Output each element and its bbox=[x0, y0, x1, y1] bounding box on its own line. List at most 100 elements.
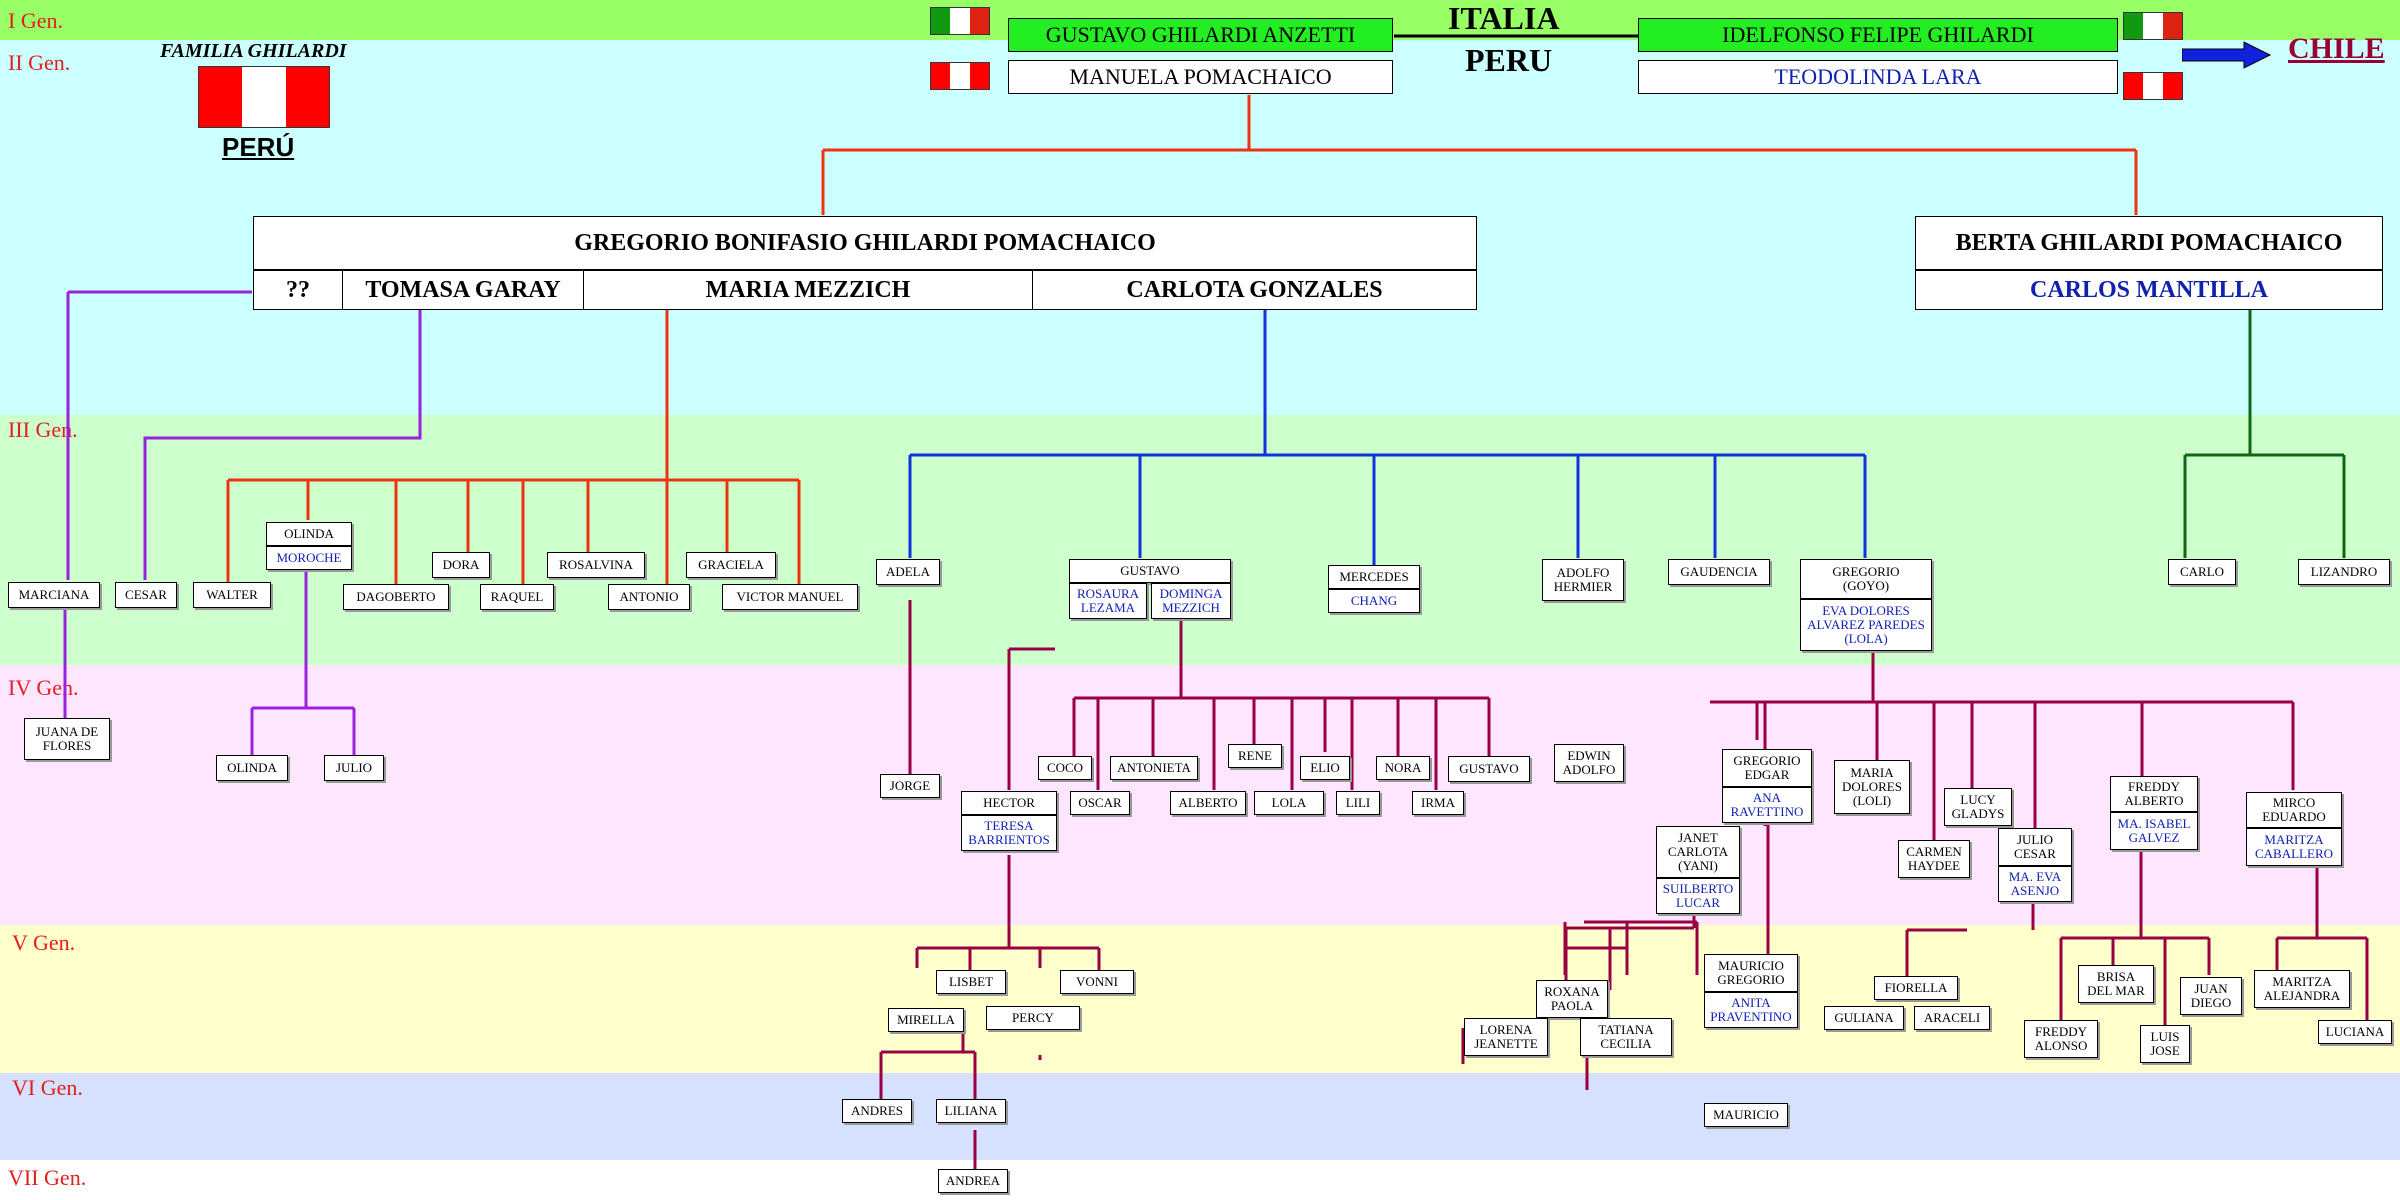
gen-label-6: VI Gen. bbox=[12, 1075, 83, 1100]
gen-label-7: VII Gen. bbox=[8, 1165, 87, 1190]
spouse-teresa: TERESA BARRIENTOS bbox=[961, 815, 1057, 851]
wife-maria: MARIA MEZZICH bbox=[583, 270, 1033, 310]
person-andrea: ANDREA bbox=[938, 1169, 1008, 1193]
person-jorge: JORGE bbox=[880, 774, 940, 798]
spouse-rosaura: ROSAURA LEZAMA bbox=[1069, 583, 1147, 619]
wife-unknown: ?? bbox=[253, 270, 343, 310]
gen-label-2: II Gen. bbox=[8, 50, 71, 75]
person-freddy-alonso: FREDDY ALONSO bbox=[2024, 1020, 2098, 1058]
spouse-maritza-caballero: MARITZA CABALLERO bbox=[2246, 828, 2342, 866]
person-antonieta: ANTONIETA bbox=[1110, 756, 1198, 780]
spouse-dominga: DOMINGA MEZZICH bbox=[1151, 583, 1231, 619]
person-olinda-jr: OLINDA bbox=[216, 755, 288, 781]
gen-label-3: III Gen. bbox=[8, 417, 78, 442]
person-julio: JULIO bbox=[324, 755, 384, 781]
gen-label-1: I Gen. bbox=[8, 8, 63, 33]
person-andres: ANDRES bbox=[842, 1099, 912, 1123]
country-label-chile: CHILE bbox=[2288, 32, 2385, 65]
person-coco: COCO bbox=[1038, 756, 1092, 780]
person-lucy-gladys: LUCY GLADYS bbox=[1944, 788, 2012, 826]
peru-flag-1 bbox=[930, 62, 990, 90]
person-julio-cesar: JULIO CESAR bbox=[1998, 828, 2072, 866]
person-gregorio-goyo: GREGORIO (GOYO) bbox=[1800, 559, 1932, 599]
person-gaudencia: GAUDENCIA bbox=[1668, 559, 1770, 585]
person-gustavo-jr: GUSTAVO bbox=[1448, 756, 1530, 782]
person-fiorella: FIORELLA bbox=[1874, 976, 1958, 1000]
founder-idelfonso: IDELFONSO FELIPE GHILARDI bbox=[1638, 18, 2118, 52]
person-luis-jose: LUIS JOSE bbox=[2140, 1025, 2190, 1063]
country-label-peru-center: PERU bbox=[1465, 42, 1553, 78]
person-percy: PERCY bbox=[986, 1006, 1080, 1030]
person-carmen-haydee: CARMEN HAYDEE bbox=[1898, 840, 1970, 878]
country-label-peru: PERÚ bbox=[222, 132, 295, 162]
person-edwin-adolfo: EDWIN ADOLFO bbox=[1554, 744, 1624, 782]
band-gen-3 bbox=[0, 415, 2400, 665]
person-mirco-eduardo: MIRCO EDUARDO bbox=[2246, 792, 2342, 828]
band-gen-5 bbox=[0, 925, 2400, 1073]
italy-flag-1 bbox=[930, 7, 990, 35]
person-marciana: MARCIANA bbox=[8, 582, 100, 608]
person-dagoberto: DAGOBERTO bbox=[343, 584, 449, 610]
wife-tomasa: TOMASA GARAY bbox=[342, 270, 584, 310]
person-hector: HECTOR bbox=[961, 791, 1057, 815]
person-tatiana-cecilia: TATIANA CECILIA bbox=[1580, 1018, 1672, 1056]
spouse-eva-dolores: EVA DOLORES ALVAREZ PAREDES (LOLA) bbox=[1800, 599, 1932, 651]
person-mauricio: MAURICIO bbox=[1704, 1103, 1788, 1127]
person-walter: WALTER bbox=[193, 582, 271, 608]
person-liliana: LILIANA bbox=[936, 1099, 1006, 1123]
person-lili: LILI bbox=[1336, 791, 1380, 815]
person-lola: LOLA bbox=[1254, 791, 1324, 815]
person-roxana-paola: ROXANA PAOLA bbox=[1536, 980, 1608, 1018]
founder-gustavo: GUSTAVO GHILARDI ANZETTI bbox=[1008, 18, 1393, 52]
person-cesar: CESAR bbox=[115, 582, 177, 608]
founder-manuela: MANUELA POMACHAICO bbox=[1008, 60, 1393, 94]
person-victor-manuel: VICTOR MANUEL bbox=[722, 584, 858, 610]
person-dora: DORA bbox=[432, 552, 490, 578]
gen-label-5: V Gen. bbox=[12, 930, 76, 955]
person-maria-dolores: MARIA DOLORES (LOLI) bbox=[1834, 760, 1910, 814]
person-lizandro: LIZANDRO bbox=[2298, 559, 2390, 585]
person-adela: ADELA bbox=[876, 559, 940, 585]
spouse-ana-ravettino: ANA RAVETTINO bbox=[1722, 787, 1812, 823]
peru-flag-large bbox=[198, 66, 330, 128]
person-carlo: CARLO bbox=[2168, 559, 2236, 585]
person-alberto: ALBERTO bbox=[1170, 791, 1246, 815]
gregorio-bonifasio-box: GREGORIO BONIFASIO GHILARDI POMACHAICO bbox=[253, 216, 1477, 270]
person-oscar: OSCAR bbox=[1070, 791, 1130, 815]
spouse-suilberto: SUILBERTO LUCAR bbox=[1656, 878, 1740, 914]
person-antonio: ANTONIO bbox=[608, 584, 690, 610]
person-mercedes: MERCEDES bbox=[1328, 565, 1420, 589]
spouse-ma-isabel: MA. ISABEL GALVEZ bbox=[2110, 812, 2198, 850]
family-title: FAMILIA GHILARDI bbox=[160, 40, 347, 62]
wife-carlota: CARLOTA GONZALES bbox=[1032, 270, 1477, 310]
person-rosalvina: ROSALVINA bbox=[547, 552, 645, 578]
person-gregorio-edgar: GREGORIO EDGAR bbox=[1722, 749, 1812, 787]
person-juan-diego: JUAN DIEGO bbox=[2180, 977, 2242, 1015]
gen-label-4: IV Gen. bbox=[8, 675, 79, 700]
person-araceli: ARACELI bbox=[1914, 1006, 1990, 1030]
person-mauricio-gregorio: MAURICIO GREGORIO bbox=[1704, 954, 1798, 992]
person-juana-de-flores: JUANA DE FLORES bbox=[24, 718, 110, 760]
person-adolfo-hermier: ADOLFO HERMIER bbox=[1542, 559, 1624, 601]
person-gustavo: GUSTAVO bbox=[1069, 559, 1231, 583]
spouse-chang: CHANG bbox=[1328, 589, 1420, 613]
country-label-italia: ITALIA bbox=[1448, 0, 1560, 36]
person-guliana: GULIANA bbox=[1824, 1006, 1904, 1030]
person-vonni: VONNI bbox=[1060, 970, 1134, 994]
italy-flag-2 bbox=[2123, 12, 2183, 40]
peru-flag-2 bbox=[2123, 72, 2183, 100]
person-graciela: GRACIELA bbox=[686, 552, 776, 578]
person-maritza-alejandra: MARITZA ALEJANDRA bbox=[2254, 970, 2350, 1008]
carlos-mantilla-box: CARLOS MANTILLA bbox=[1915, 270, 2383, 310]
arrow-right-icon bbox=[2182, 41, 2272, 69]
person-rene: RENE bbox=[1228, 744, 1282, 768]
spouse-ma-eva: MA. EVA ASENJO bbox=[1998, 866, 2072, 902]
spouse-anita-praventino: ANITA PRAVENTINO bbox=[1704, 992, 1798, 1028]
berta-box: BERTA GHILARDI POMACHAICO bbox=[1915, 216, 2383, 270]
person-irma: IRMA bbox=[1412, 791, 1464, 815]
person-olinda: OLINDA bbox=[266, 522, 352, 546]
band-gen-6 bbox=[0, 1073, 2400, 1160]
person-lorena-jeanette: LORENA JEANETTE bbox=[1464, 1018, 1548, 1056]
person-brisa-del-mar: BRISA DEL MAR bbox=[2078, 965, 2154, 1003]
person-freddy-alberto: FREDDY ALBERTO bbox=[2110, 776, 2198, 812]
